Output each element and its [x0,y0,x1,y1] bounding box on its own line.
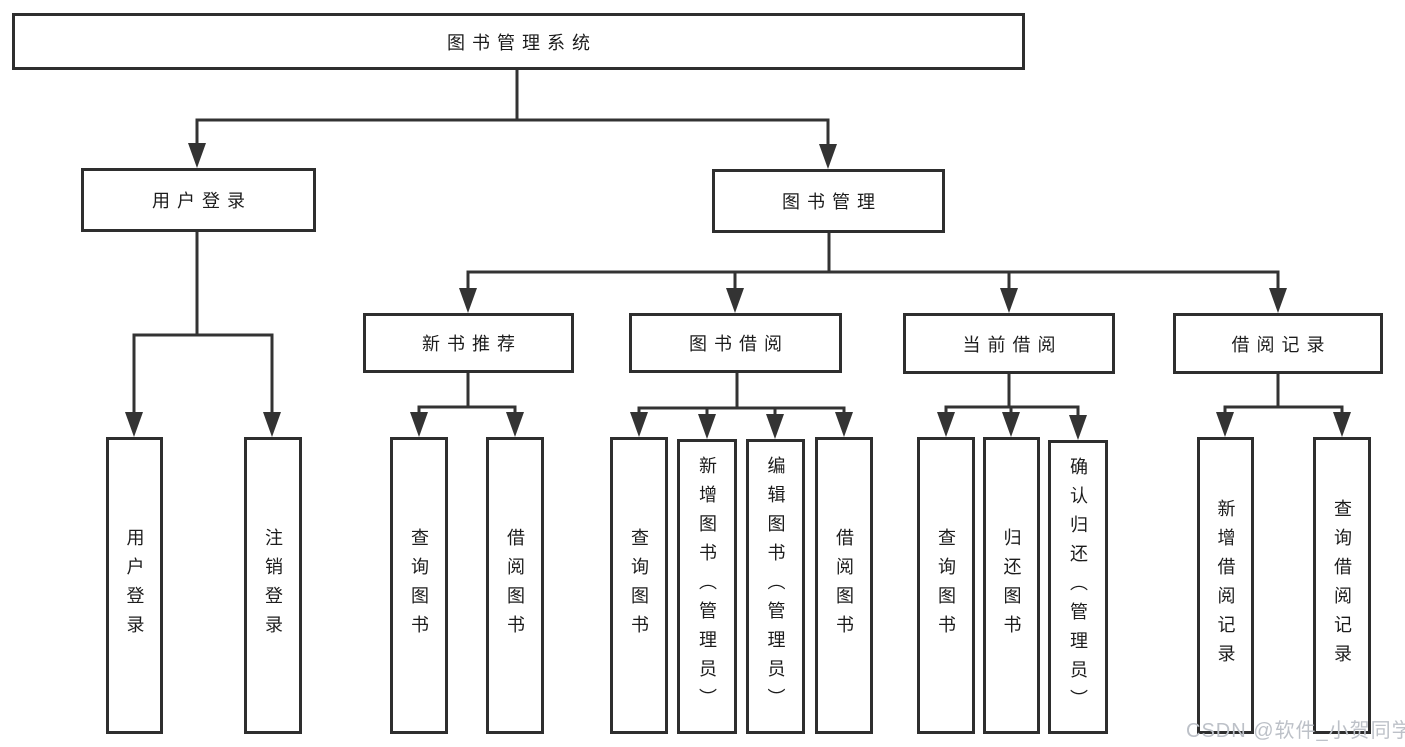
node-book-management: 图书管理 [712,169,945,233]
node-borrow-records-label: 借阅记录 [1231,334,1332,355]
leaf-borrow-books: 借阅图书 [815,437,873,734]
leaf-add-book-admin: 新增图书（管理员） [677,439,737,734]
node-user-login-label: 用户登录 [152,191,252,211]
arrowheads [125,143,1351,440]
leaf-add-borrow-record-label: 新增借阅记录 [1215,498,1236,673]
leaf-query-books-recommend-label: 查询图书 [409,527,429,644]
leaf-query-borrow-record-label: 查询借阅记录 [1332,498,1352,673]
node-new-book-recommend-label: 新书推荐 [422,334,522,354]
leaf-query-books-current: 查询图书 [917,437,975,734]
node-current-borrow-label: 当前借阅 [962,334,1063,355]
node-root-label: 图书管理系统 [447,32,597,53]
leaf-query-books-current-label: 查询图书 [936,527,956,644]
node-borrow-records: 借阅记录 [1173,313,1383,374]
node-book-borrow: 图书借阅 [629,313,842,373]
leaf-return-book-label: 归还图书 [1001,527,1022,644]
leaf-edit-book-admin: 编辑图书（管理员） [746,439,805,734]
node-current-borrow: 当前借阅 [903,313,1115,374]
leaf-confirm-return-admin: 确认归还（管理员） [1048,440,1108,734]
leaf-query-books-borrow: 查询图书 [610,437,668,734]
node-book-borrow-label: 图书借阅 [689,334,789,354]
leaf-add-borrow-record: 新增借阅记录 [1197,437,1254,734]
node-book-management-label: 图书管理 [782,192,882,212]
leaf-query-books-recommend: 查询图书 [390,437,448,734]
node-root: 图书管理系统 [12,13,1025,70]
leaf-user-login-label: 用户登录 [124,527,145,644]
watermark: CSDN @软件_小贺同学 [1186,720,1405,742]
leaf-user-login: 用户登录 [106,437,163,734]
leaf-confirm-return-admin-label: 确认归还（管理员） [1068,456,1088,718]
node-new-book-recommend: 新书推荐 [363,313,574,373]
node-user-login: 用户登录 [81,168,316,232]
leaf-logout-label: 注销登录 [263,527,283,644]
leaf-query-borrow-record: 查询借阅记录 [1313,437,1371,734]
leaf-edit-book-admin-label: 编辑图书（管理员） [765,456,786,717]
leaf-borrow-books-label: 借阅图书 [834,527,854,644]
leaf-query-books-borrow-label: 查询图书 [629,527,649,644]
leaf-borrow-books-recommend: 借阅图书 [486,437,544,734]
leaf-logout: 注销登录 [244,437,302,734]
leaf-add-book-admin-label: 新增图书（管理员） [697,456,717,717]
leaf-borrow-books-recommend-label: 借阅图书 [505,527,525,644]
leaf-return-book: 归还图书 [983,437,1040,734]
